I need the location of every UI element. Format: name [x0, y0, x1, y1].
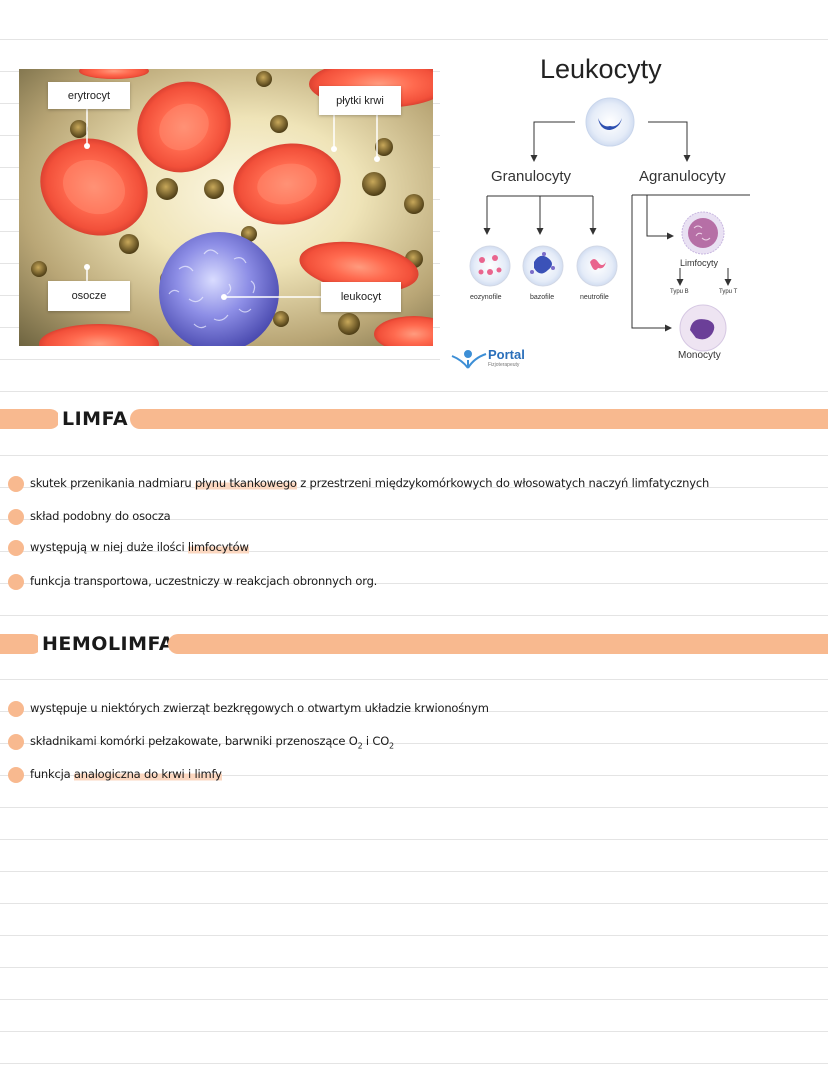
- list-item-text: funkcja analogiczna do krwi i limfy: [30, 767, 222, 781]
- list-item: funkcja analogiczna do krwi i limfy: [8, 765, 820, 787]
- agranulocyty-label: Agranulocyty: [639, 168, 726, 185]
- portal-logo-subtitle: Fizjoterapeuty: [488, 362, 520, 368]
- eozynofile-label: eozynofile: [470, 294, 502, 301]
- portal-logo-name: Portal: [488, 347, 525, 362]
- diagram-title: Leukocyty: [540, 54, 662, 84]
- list-item: występują w niej duże ilości limfocytów: [8, 538, 820, 560]
- list-item-text: występuje u niektórych zwierząt bezkręgo…: [30, 701, 489, 715]
- list-item-text: składnikami komórki pełzakowate, barwnik…: [30, 734, 394, 751]
- list-item: składnikami komórki pełzakowate, barwnik…: [8, 732, 820, 754]
- list-item: skutek przenikania nadmiaru płynu tkanko…: [8, 474, 820, 496]
- monocyty-label: Monocyty: [678, 350, 721, 361]
- list-item: występuje u niektórych zwierząt bezkręgo…: [8, 699, 820, 721]
- bullet-dot: [8, 540, 24, 556]
- header-bar-right: [130, 409, 828, 429]
- granulocyty-label: Granulocyty: [491, 168, 572, 185]
- bazofile-label: bazofile: [530, 294, 555, 301]
- typu-b-label: Typu B: [670, 289, 689, 295]
- limfocyty-label: Limfocyty: [680, 258, 719, 268]
- leukocyte-icon: [585, 97, 635, 147]
- header-bar-left: [0, 634, 42, 654]
- neutrophil-icon: [576, 245, 618, 287]
- list-item-text: funkcja transportowa, uczestniczy w reak…: [30, 574, 378, 588]
- section-title-limfa: LIMFA: [58, 406, 133, 432]
- bullet-dot: [8, 509, 24, 525]
- bullet-dot: [8, 574, 24, 590]
- blood-cells-photo: erytrocyt płytki krwi osocze leukocyt: [19, 69, 433, 346]
- header-bar-left: [0, 409, 60, 429]
- header-bar-right: [168, 634, 828, 654]
- label-pointer-dots: [84, 143, 380, 300]
- eosinophil-icon: [469, 245, 511, 287]
- typu-t-label: Typu T: [719, 289, 738, 295]
- list-item: funkcja transportowa, uczestniczy w reak…: [8, 572, 820, 594]
- red-blood-cells: [39, 69, 433, 346]
- list-item: skład podobny do osocza: [8, 507, 820, 529]
- bullet-dot: [8, 734, 24, 750]
- list-item-text: występują w niej duże ilości limfocytów: [30, 540, 249, 554]
- bullet-dot: [8, 476, 24, 492]
- basophil-icon: [522, 245, 564, 287]
- neutrofile-label: neutrofile: [580, 294, 609, 301]
- section-header-limfa: LIMFA: [0, 406, 828, 432]
- diagram-graphics: [451, 97, 750, 369]
- leukocyte-cell: [159, 232, 279, 346]
- label-pointers: [86, 109, 378, 298]
- bullet-dot: [8, 767, 24, 783]
- bullet-dot: [8, 701, 24, 717]
- label-plytki-krwi: płytki krwi: [319, 86, 401, 115]
- label-osocze: osocze: [48, 281, 130, 311]
- label-erytrocyt: erytrocyt: [48, 82, 130, 109]
- lymphocyte-icon: [681, 211, 725, 255]
- leukocyte-classification-diagram: Leukocyty Granulocyty Agranulocyty eozyn…: [440, 40, 828, 380]
- list-item-text: skutek przenikania nadmiaru płynu tkanko…: [30, 476, 710, 490]
- label-leukocyt: leukocyt: [321, 282, 401, 312]
- section-header-hemolimfa: HEMOLIMFA: [0, 631, 828, 657]
- section-title-hemolimfa: HEMOLIMFA: [38, 631, 179, 657]
- portal-logo-icon: [451, 350, 487, 369]
- list-item-text: skład podobny do osocza: [30, 509, 171, 523]
- monocyte-icon: [679, 304, 727, 352]
- blood-cells-illustration: [31, 69, 433, 346]
